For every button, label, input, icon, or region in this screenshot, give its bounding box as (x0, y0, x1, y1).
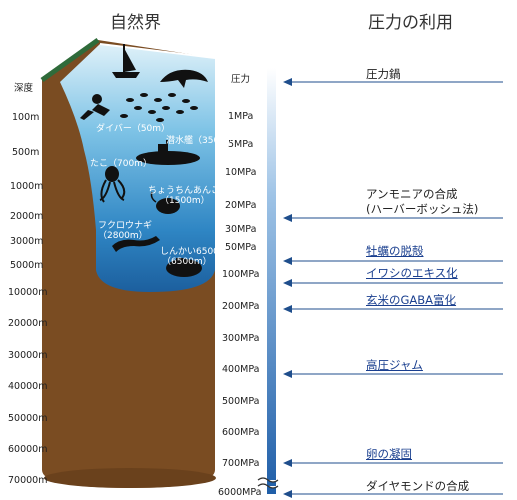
application-pointers (283, 78, 503, 498)
application-link[interactable]: 高圧ジャム (366, 358, 423, 372)
dolphin-icon (160, 69, 208, 88)
depth-label: 50000m (8, 413, 48, 424)
pressure-label: 30MPa (225, 224, 257, 235)
application-link[interactable]: イワシのエキス化 (366, 266, 458, 280)
depth-label: 60000m (8, 444, 48, 455)
pressure-label: 6000MPa (218, 487, 262, 498)
depth-label: 100m (12, 112, 40, 123)
application-label: (ハーバーボッシュ法) (366, 202, 479, 216)
octopus-icon (99, 166, 126, 203)
depth-label: 3000m (10, 236, 44, 247)
pressure-label: 300MPa (222, 333, 260, 344)
shinkai-submersible-icon (166, 258, 202, 277)
pressure-label: 50MPa (225, 242, 257, 253)
anglerfish-icon (150, 191, 180, 214)
depth-label: 5000m (10, 260, 44, 271)
pressure-bar (267, 68, 276, 494)
pressure-label: 600MPa (222, 427, 260, 438)
nature-heading: 自然界 (110, 13, 161, 33)
application-label: アンモニアの合成 (366, 187, 458, 201)
depth-label: 30000m (8, 350, 48, 361)
creature-caption: ちょうちんあんこう (148, 186, 230, 196)
earth-bottom-shade (44, 468, 216, 488)
submarine-icon (136, 140, 200, 165)
creature-caption: ダイバー（50m） (96, 124, 171, 134)
pressure-header: 圧力 (231, 74, 251, 85)
earth-top-edge (40, 37, 100, 83)
application-link[interactable]: 卵の凝固 (366, 447, 412, 461)
depth-label: 20000m (8, 318, 48, 329)
pressure-label: 10MPa (225, 167, 257, 178)
pressure-label: 700MPa (222, 458, 260, 469)
pressure-label: 500MPa (222, 396, 260, 407)
creature-caption: （1500m） (160, 196, 210, 206)
pressure-label: 100MPa (222, 269, 260, 280)
pressure-label: 20MPa (225, 200, 257, 211)
depth-label: 70000m (8, 475, 48, 486)
fish-school-icon (120, 93, 198, 122)
pressure-uses-heading: 圧力の利用 (368, 13, 453, 33)
creature-caption: （6500m） (162, 257, 212, 267)
depth-label: 2000m (10, 211, 44, 222)
creature-caption: 潜水艦（350m） (166, 136, 237, 146)
application-label: ダイヤモンドの合成 (366, 479, 470, 493)
sea-surface (99, 43, 216, 59)
creature-caption: （2800m） (98, 231, 148, 241)
boat-icon (112, 44, 140, 78)
creature-caption: しんかい6500 (160, 247, 219, 257)
scale-break-marker (257, 477, 279, 489)
diver-icon (80, 94, 110, 120)
pressure-label: 400MPa (222, 364, 260, 375)
pressure-label: 5MPa (228, 139, 254, 150)
depth-header: 深度 (14, 83, 34, 94)
creature-caption: フクロウナギ (98, 221, 153, 231)
application-link[interactable]: 牡蠣の脱殻 (366, 244, 424, 258)
application-label: 圧力鍋 (366, 67, 401, 81)
depth-label: 500m (12, 147, 40, 158)
application-link[interactable]: 玄米のGABA富化 (366, 293, 457, 307)
gulper-eel-icon (112, 236, 160, 252)
depth-label: 40000m (8, 381, 48, 392)
depth-label: 10000m (8, 287, 48, 298)
creature-caption: たこ（700m） (90, 159, 152, 169)
pressure-label: 200MPa (222, 301, 260, 312)
pressure-label: 1MPa (228, 111, 254, 122)
depth-label: 1000m (10, 181, 44, 192)
